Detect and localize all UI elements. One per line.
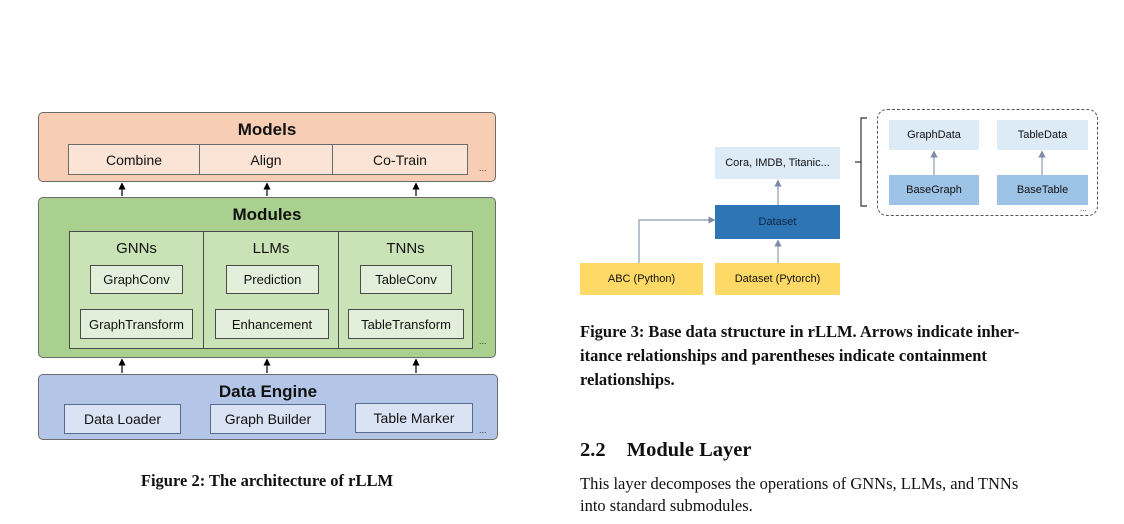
basetable-box: BaseTable — [997, 175, 1088, 205]
figure-3-caption: Figure 3: Base data structure in rLLM. A… — [580, 320, 1110, 392]
section-number: 2.2 — [580, 439, 606, 461]
table-marker-box: Table Marker — [355, 403, 473, 433]
graph-builder-box: Graph Builder — [210, 404, 326, 434]
figure-2-architecture: Models Combine Align Co-Train ... Module… — [0, 0, 540, 524]
section-body-line-1: This layer decomposes the operations of … — [580, 474, 1019, 493]
graphconv-box: GraphConv — [90, 265, 183, 294]
section-title: Module Layer — [626, 439, 752, 461]
dataset-pytorch-box: Dataset (Pytorch) — [715, 263, 840, 295]
llms-column: LLMs Prediction Enhancement — [203, 231, 339, 349]
tnns-column: TNNs TableConv TableTransform — [338, 231, 473, 349]
model-combine-box: Combine — [68, 144, 200, 175]
section-body: This layer decomposes the operations of … — [580, 473, 1115, 517]
figure-3-connectors — [638, 117, 1046, 263]
figure-3-caption-line-1: Figure 3: Base data structure in rLLM. A… — [580, 322, 1020, 341]
figure-2-arrows — [118, 182, 420, 373]
containment-dashed-box — [877, 109, 1098, 216]
model-align-box: Align — [199, 144, 333, 175]
tabletransform-box: TableTransform — [348, 309, 464, 339]
dataset-box: Dataset — [715, 205, 840, 239]
data-engine-ellipsis: ... — [479, 425, 487, 435]
modules-ellipsis: ... — [479, 336, 487, 346]
arrow-abc-to-dataset — [638, 216, 716, 263]
datasets-box: Cora, IMDB, Titanic... — [715, 147, 840, 179]
basegraph-box: BaseGraph — [889, 175, 979, 205]
figure-3-caption-line-3: relationships. — [580, 370, 675, 389]
figure-3-caption-line-2: itance relationships and parentheses ind… — [580, 346, 987, 365]
gnns-column: GNNs GraphConv GraphTransform — [69, 231, 204, 349]
tabledata-box: TableData — [997, 120, 1088, 150]
figure-3-ellipsis: ... — [1080, 204, 1087, 213]
graphdata-box: GraphData — [889, 120, 979, 150]
tnns-column-title: TNNs — [386, 240, 425, 257]
containment-bracket — [855, 117, 867, 207]
enhancement-box: Enhancement — [215, 309, 329, 339]
model-cotrain-box: Co-Train — [332, 144, 468, 175]
data-engine-layer: Data Engine Data Loader Graph Builder Ta… — [38, 374, 498, 440]
abc-python-box: ABC (Python) — [580, 263, 703, 295]
models-layer-title: Models — [237, 120, 297, 139]
section-heading: 2.2 Module Layer — [580, 439, 751, 462]
prediction-box: Prediction — [226, 265, 319, 294]
tableconv-box: TableConv — [360, 265, 452, 294]
modules-layer-title: Modules — [232, 205, 302, 224]
gnns-column-title: GNNs — [116, 240, 157, 257]
llms-column-title: LLMs — [252, 240, 290, 257]
modules-layer: Modules GNNs GraphConv GraphTransform LL… — [38, 197, 496, 358]
section-body-line-2: into standard submodules. — [580, 496, 753, 515]
figure-2-caption: Figure 2: The architecture of rLLM — [140, 471, 394, 490]
data-loader-box: Data Loader — [64, 404, 181, 434]
graphtransform-box: GraphTransform — [80, 309, 193, 339]
models-ellipsis: ... — [479, 163, 487, 173]
data-engine-layer-title: Data Engine — [218, 382, 318, 401]
models-layer: Models Combine Align Co-Train ... — [38, 112, 496, 182]
figure-3-data-structure: GraphData TableData BaseGraph BaseTable … — [570, 100, 1110, 310]
